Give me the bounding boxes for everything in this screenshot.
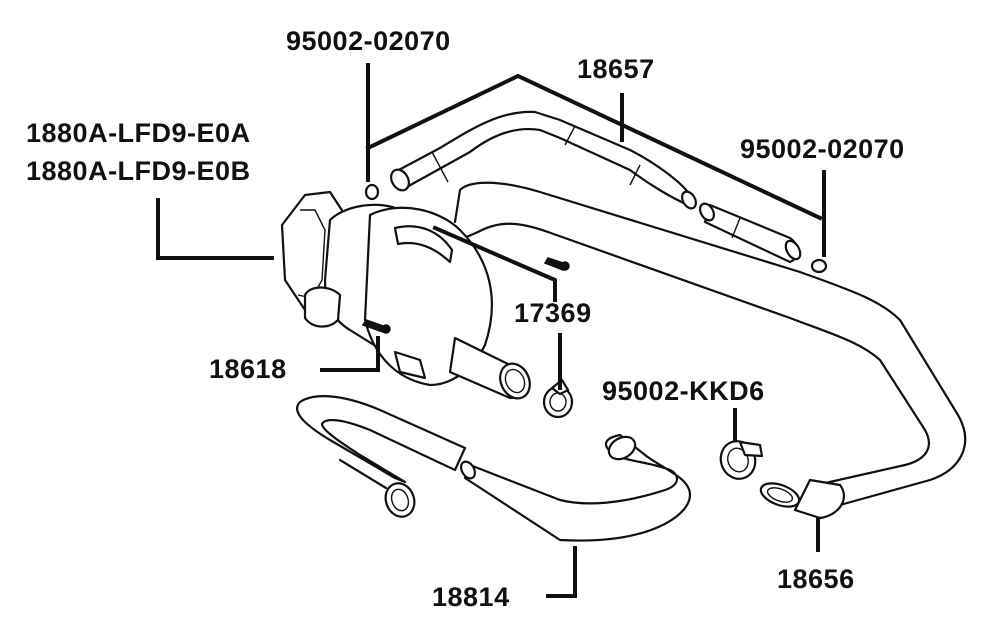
label-1880A-LFD9-E0A: 1880A-LFD9-E0A [26,118,251,148]
leader-lines [156,63,826,598]
label-95002-02070-right: 95002-02070 [740,134,905,164]
label-95002-KKD6: 95002-KKD6 [602,376,765,406]
label-18656: 18656 [777,564,855,594]
hose-18814 [296,395,692,542]
label-95002-02070-left: 95002-02070 [286,26,451,56]
hose-18656 [453,181,967,520]
spring-clamp-kkd6 [719,440,764,480]
label-18657: 18657 [577,54,655,84]
label-18814: 18814 [432,582,510,612]
label-1880A-LFD9-E0B: 1880A-LFD9-E0B [26,156,251,186]
ring-clamp-left [364,183,380,201]
ring-clamp-right [810,258,828,274]
canister-18618 [280,190,531,400]
screw-17369 [361,257,570,334]
label-17369: 17369 [514,298,592,328]
label-18618: 18618 [209,354,287,384]
hose-18657 [390,110,802,264]
